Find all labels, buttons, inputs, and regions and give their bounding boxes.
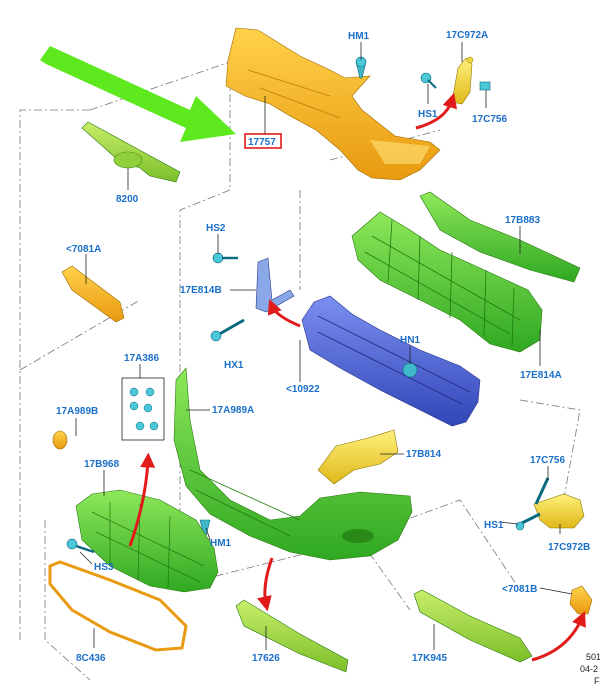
label-hn1: HN1 bbox=[400, 335, 420, 346]
label-hs3: HS3 bbox=[94, 562, 114, 573]
label-hm1-top: HM1 bbox=[348, 31, 370, 42]
label-17b814: 17B814 bbox=[406, 449, 441, 460]
label-17e814a: 17E814A bbox=[520, 370, 562, 381]
part-7081a-bracket bbox=[61, 265, 125, 323]
part-17e814b-bracket bbox=[255, 257, 295, 313]
label-17c972a: 17C972A bbox=[446, 30, 488, 41]
callout-leaders bbox=[75, 42, 573, 650]
fastener-hm1-top bbox=[355, 56, 367, 79]
label-hs1-right: HS1 bbox=[484, 520, 504, 531]
label-17k945: 17K945 bbox=[412, 653, 447, 664]
fastener-17c756-right bbox=[534, 477, 550, 505]
fastener-17c756-top bbox=[479, 81, 491, 91]
part-17c972a-bracket bbox=[451, 56, 474, 105]
fastener-hs1-right bbox=[515, 512, 541, 531]
label-7081a: <7081A bbox=[66, 244, 101, 255]
red-assembly-arrow-icon bbox=[128, 92, 586, 662]
part-17b968-lower-grille bbox=[75, 489, 219, 593]
part-17a386-fastener-kit bbox=[121, 377, 165, 441]
label-8200: 8200 bbox=[116, 194, 139, 205]
fastener-hs3 bbox=[66, 538, 95, 554]
part-10922-impact-beam bbox=[301, 295, 481, 427]
corner-reference: 501 04-2 F bbox=[580, 652, 600, 686]
label-hs2: HS2 bbox=[206, 223, 226, 234]
label-hs1-top: HS1 bbox=[418, 109, 438, 120]
label-17a989a: 17A989A bbox=[212, 405, 254, 416]
label-hm1-low: HM1 bbox=[210, 538, 232, 549]
label-17a386: 17A386 bbox=[124, 353, 159, 364]
highlight-box-17757 bbox=[244, 133, 282, 149]
label-17c972b: 17C972B bbox=[548, 542, 590, 553]
part-8c436-trim-ring bbox=[48, 560, 188, 652]
part-17k945-lip bbox=[413, 589, 533, 663]
part-7081b-bracket bbox=[569, 585, 593, 615]
part-17b814-bracket bbox=[317, 429, 399, 485]
label-17626: 17626 bbox=[252, 653, 280, 664]
part-17757-bumper-cover bbox=[225, 27, 441, 181]
label-17c756-top: 17C756 bbox=[472, 114, 507, 125]
part-17a989b-clip bbox=[52, 430, 68, 450]
label-hx1: HX1 bbox=[224, 360, 244, 371]
part-17626-strip bbox=[235, 599, 349, 673]
part-17b883-absorber bbox=[419, 191, 581, 283]
corner-line-1: 501 bbox=[586, 652, 600, 662]
label-17b968: 17B968 bbox=[84, 459, 119, 470]
corner-line-2: 04-2 bbox=[580, 664, 598, 674]
label-17c756-right: 17C756 bbox=[530, 455, 565, 466]
fastener-hx1 bbox=[210, 318, 245, 342]
fastener-hs1-top bbox=[420, 72, 437, 89]
corner-line-3: F bbox=[594, 676, 600, 686]
part-17a989a-lower-cover bbox=[173, 367, 413, 561]
fastener-hs2 bbox=[212, 252, 238, 264]
callout-labels: HM1 17C972A HS1 17C756 17757 8200 HS2 17… bbox=[56, 30, 590, 664]
part-17c972b-bracket bbox=[533, 493, 585, 529]
highlight-arrow-icon bbox=[40, 46, 236, 142]
label-17a989b: 17A989B bbox=[56, 406, 98, 417]
label-10922: <10922 bbox=[286, 384, 320, 395]
label-7081b: <7081B bbox=[502, 584, 537, 595]
label-17e814b: 17E814B bbox=[180, 285, 222, 296]
part-8200-grille-bar bbox=[81, 121, 181, 183]
fastener-hn1 bbox=[402, 362, 418, 378]
label-17b883: 17B883 bbox=[505, 215, 540, 226]
label-17757: 17757 bbox=[248, 137, 276, 148]
label-8c436: 8C436 bbox=[76, 653, 106, 664]
